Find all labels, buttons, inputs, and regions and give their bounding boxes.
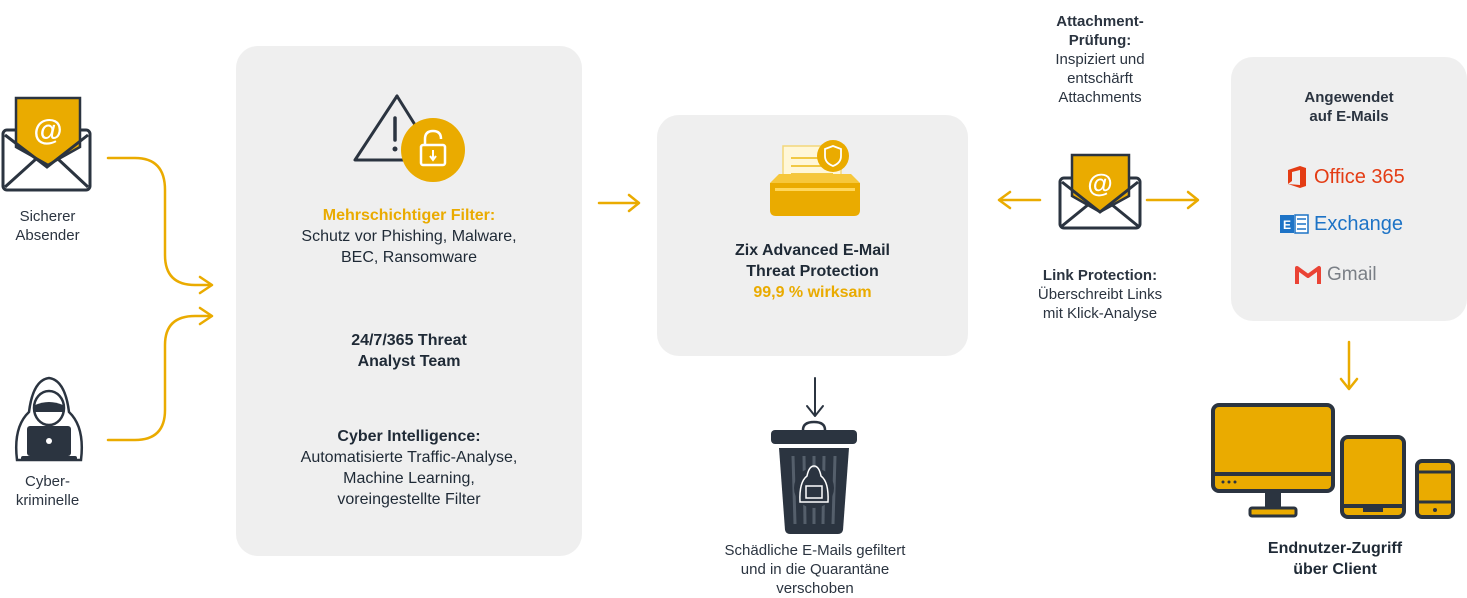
mail-envelope-icon: @ [1,96,92,192]
office365-icon [1288,166,1306,188]
mail-envelope-icon: @ [1058,153,1142,230]
devices-icon [1211,403,1455,519]
safe-sender: @ [0,95,100,195]
efficacy-value: 99,9 % wirksam [753,284,872,301]
cyber-criminal-label: Cyber- kriminelle [15,473,80,509]
svg-text:@: @ [1087,168,1112,198]
gmail-icon [1295,266,1321,284]
cyber-criminal [3,372,95,464]
trash-bin-icon [771,420,857,534]
endpoint-label: Endnutzer-Zugriff über Client [1267,540,1403,578]
attachment-check: Attachment- Prüfung: Inspiziert und ents… [1055,13,1145,106]
app-exchange: E Exchange [1280,211,1403,237]
filter-title: Mehrschichtiger Filter: [322,207,496,224]
quarantine-label: Schädliche E-Mails gefiltert und in die … [724,542,906,597]
analyst-team: 24/7/365 Threat Analyst Team [351,332,467,370]
link-protection: Link Protection: Überschreibt Links mit … [1037,267,1163,322]
warning-lock-icon [353,94,465,182]
apps-panel [1231,57,1467,321]
hacker-icon [15,376,83,462]
app-gmail: Gmail [1295,262,1377,288]
safe-sender-label: Sicherer Absender [15,208,80,244]
exchange-icon: E [1280,214,1309,234]
svg-text:@: @ [33,114,62,147]
app-office365: Office 365 [1286,164,1405,190]
cyber-intelligence: Cyber Intelligence: Automatisierte Traff… [300,428,518,508]
zix-title: Zix Advanced E-Mail Threat Protection 99… [657,240,968,303]
filter-panel-text: Mehrschichtiger Filter: Schutz vor Phish… [236,205,582,268]
apps-title: Angewendet auf E-Mails [1304,89,1394,125]
secure-inbox-icon [770,140,860,216]
svg-text:E: E [1283,218,1291,232]
